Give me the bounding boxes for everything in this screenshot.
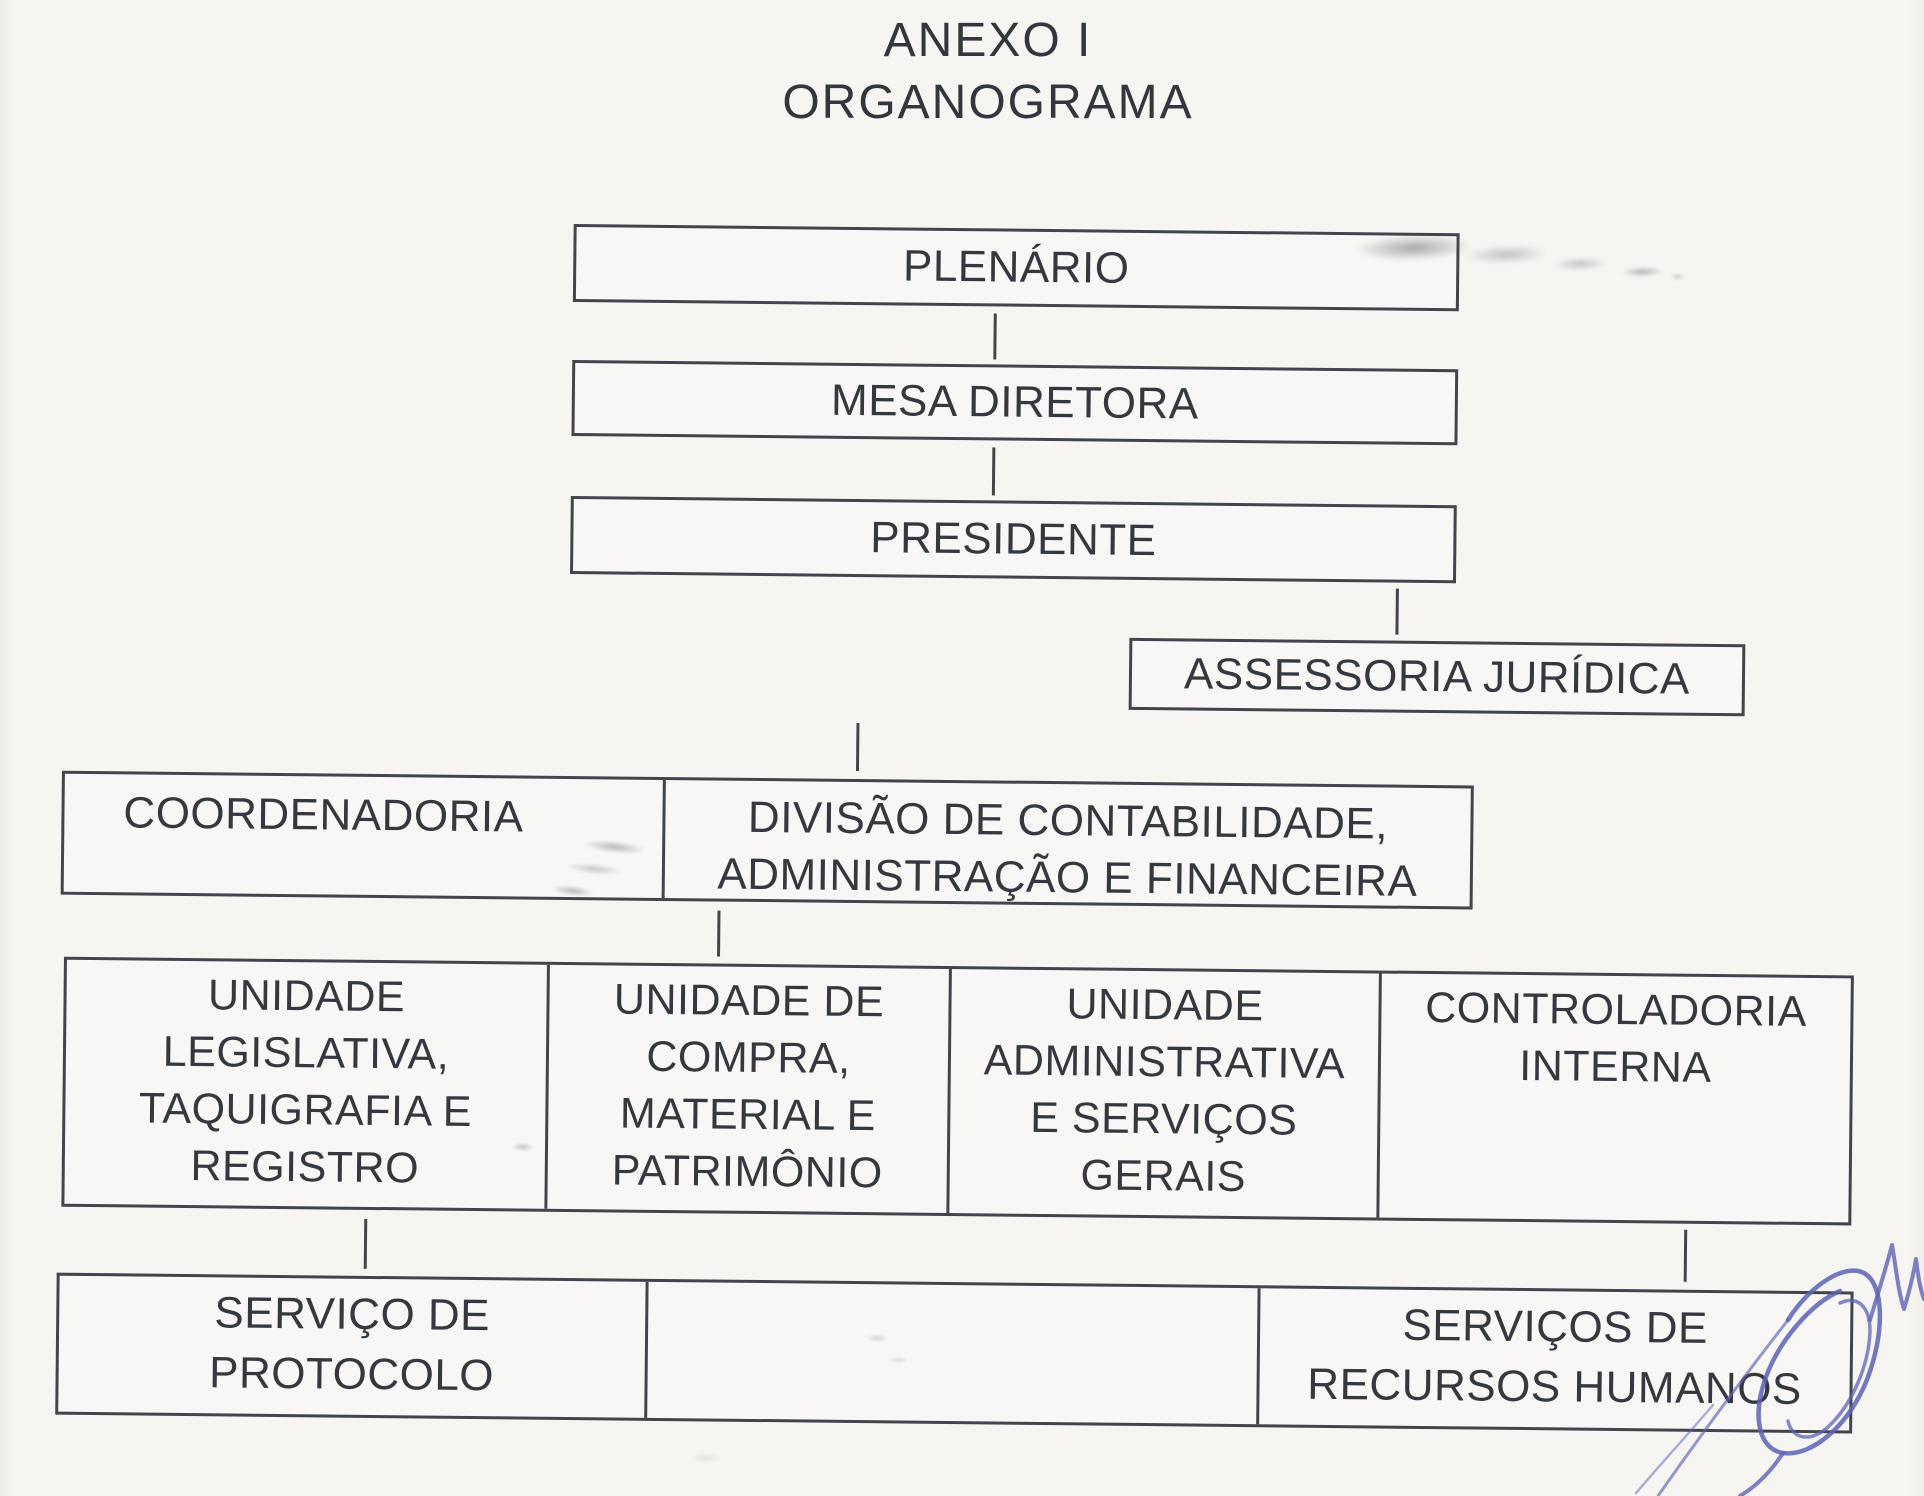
org-node-servico-protocolo-label: SERVIÇO DE PROTOCOLO (208, 1288, 495, 1401)
org-node-plenario: PLENÁRIO (572, 224, 1460, 312)
org-node-divisao-contabilidade: DIVISÃO DE CONTABILIDADE, ADMINISTRAÇÃO … (661, 779, 1471, 907)
org-node-mesa-diretora-label: MESA DIRETORA (830, 375, 1199, 429)
org-node-presidente: PRESIDENTE (570, 496, 1457, 584)
org-node-unidade-legislativa-label: UNIDADE LEGISLATIVA, TAQUIGRAFIA E REGIS… (138, 971, 473, 1193)
org-node-assessoria-juridica-label: ASSESSORIA JURÍDICA (1183, 649, 1691, 704)
org-row-coordenadoria-divisao: COORDENADORIA DIVISÃO DE CONTABILIDADE, … (60, 770, 1474, 910)
page-title-line2: ORGANOGRAMA (782, 76, 1194, 129)
connector-divisao-unidades (717, 910, 721, 957)
org-node-divisao-contabilidade-label: DIVISÃO DE CONTABILIDADE, ADMINISTRAÇÃO … (717, 792, 1418, 906)
org-node-unidade-administrativa-label: UNIDADE ADMINISTRATIVA E SERVIÇOS GERAIS (983, 980, 1346, 1202)
org-node-empty-cell-label (649, 1288, 1258, 1294)
pen-signature (1634, 1243, 1924, 1496)
org-node-presidente-label: PRESIDENTE (870, 513, 1157, 566)
connector-mesa-presidente (991, 447, 996, 496)
document-title: ANEXO I ORGANOGRAMA (588, 10, 1388, 134)
connector-plenario-mesa (993, 313, 997, 360)
org-node-assessoria-juridica: ASSESSORIA JURÍDICA (1128, 637, 1746, 717)
org-node-servico-protocolo: SERVIÇO DE PROTOCOLO (58, 1276, 645, 1418)
org-node-empty-cell (644, 1281, 1258, 1425)
org-node-unidade-legislativa: UNIDADE LEGISLATIVA, TAQUIGRAFIA E REGIS… (64, 960, 547, 1209)
org-node-plenario-label: PLENÁRIO (902, 241, 1130, 293)
org-node-coordenadoria: COORDENADORIA (64, 774, 663, 898)
connector-presidente-assessoria (1395, 588, 1399, 635)
org-node-unidade-compra-label: UNIDADE DE COMPRA, MATERIAL E PATRIMÔNIO (611, 975, 885, 1198)
org-node-controladoria-interna-label: CONTROLADORIA INTERNA (1424, 983, 1808, 1092)
org-node-controladoria-interna: CONTROLADORIA INTERNA (1376, 973, 1851, 1223)
page-title-line1: ANEXO I (883, 14, 1093, 67)
org-node-unidade-compra: UNIDADE DE COMPRA, MATERIAL E PATRIMÔNIO (544, 964, 949, 1213)
connector-legislativa-protocolo (363, 1218, 368, 1269)
org-node-mesa-diretora: MESA DIRETORA (571, 360, 1459, 446)
org-node-coordenadoria-label: COORDENADORIA (123, 788, 524, 842)
connector-to-coordenadoria-divisao (855, 723, 860, 772)
org-row-unidades: UNIDADE LEGISLATIVA, TAQUIGRAFIA E REGIS… (61, 956, 1854, 1226)
org-node-unidade-administrativa: UNIDADE ADMINISTRATIVA E SERVIÇOS GERAIS (946, 968, 1379, 1218)
